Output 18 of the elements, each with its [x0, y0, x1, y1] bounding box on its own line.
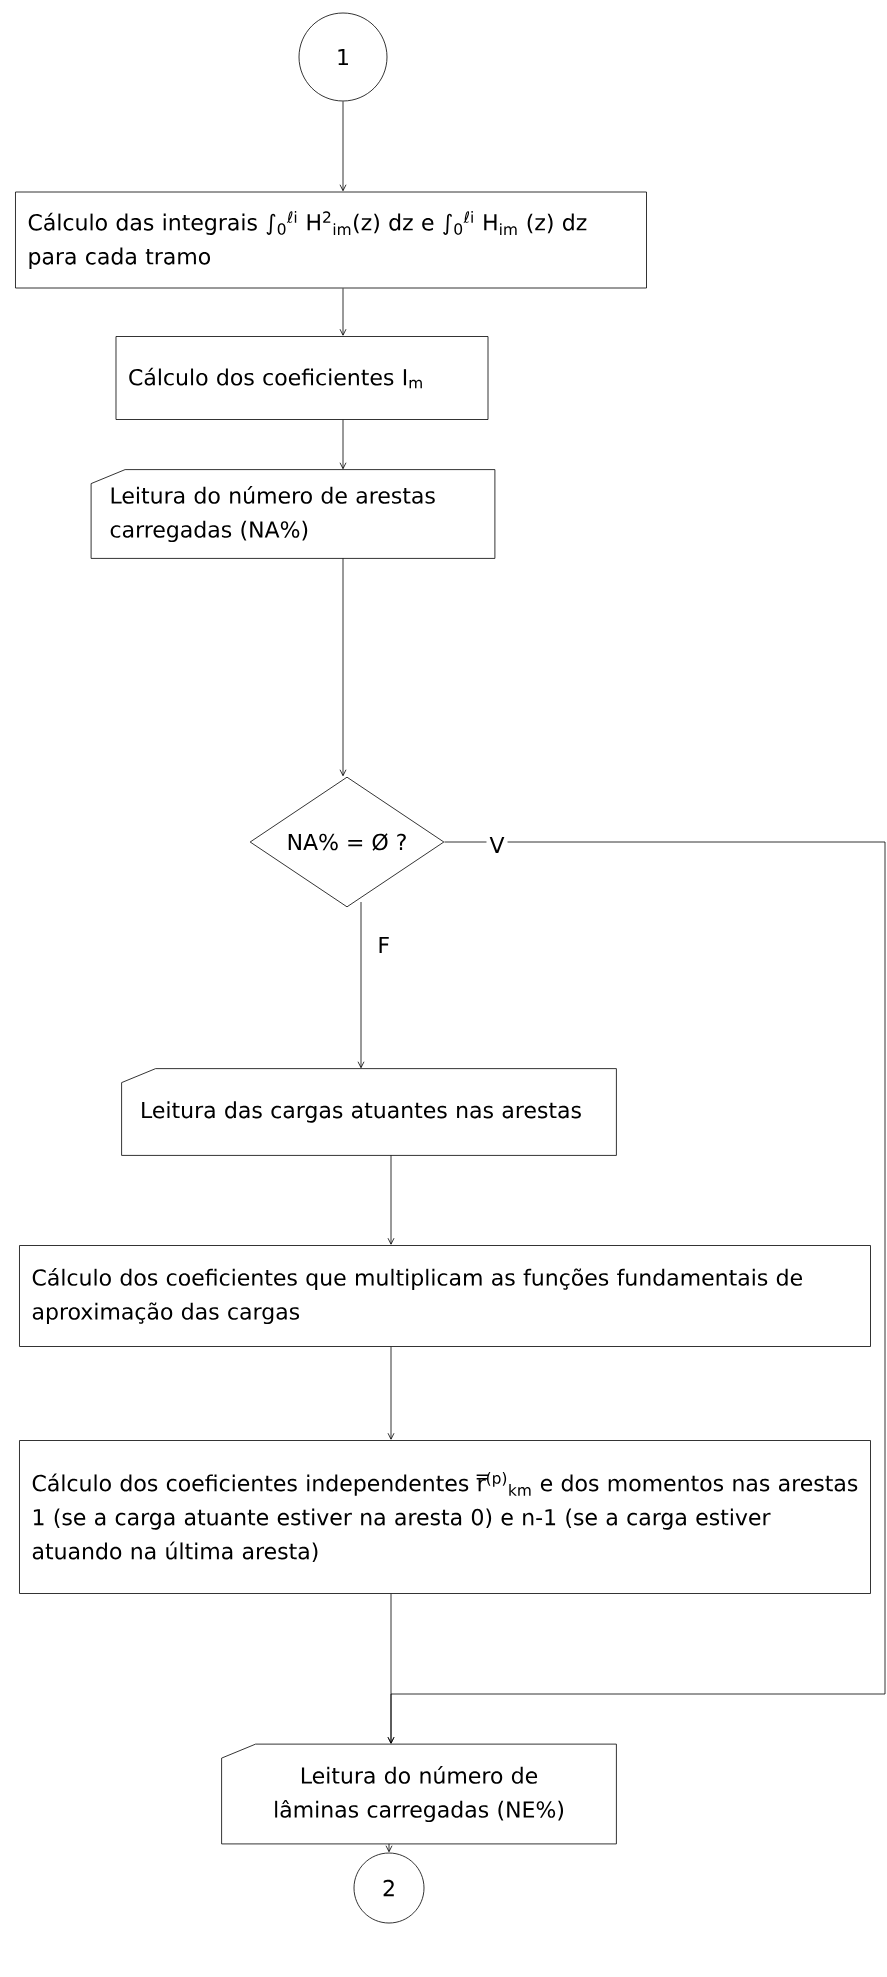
input-card: Leitura das cargas atuantes nas arestas — [121, 1068, 617, 1156]
process-box: Cálculo dos coeficientes que multiplicam as funções fundamentais de aproximação das cargas — [19, 1245, 871, 1347]
arrow — [339, 419, 347, 470]
input-card: Leitura do número de lâminas carregadas (NE%) — [221, 1743, 617, 1845]
arrow — [357, 901, 365, 1069]
process-box: Cálculo dos coeficientes independentes r̿$^{(p)}$$_{km}$ e dos momentos nas arestas 1 (se a carga atuante estiver na aresta 0) e n-1 (se a carga estiver atuando na última aresta) — [19, 1440, 871, 1594]
arrow — [385, 1843, 393, 1853]
arrow — [339, 558, 347, 777]
edge-label: V — [486, 834, 508, 857]
process-box: Cálculo das integrais ∫$_{0}$$^{ℓi}$ H$^{2}$$_{im}$(z) dz e ∫$_{0}$$^{ℓi}$ H$_{im}$ (z) dz para cada tramo — [15, 191, 647, 289]
arrow — [339, 288, 347, 336]
input-card: Leitura do número de arestas carregadas (NA%) — [90, 469, 496, 559]
arrow — [339, 101, 347, 192]
process-box: Cálculo dos coeficientes I$_{m}$ — [115, 336, 489, 420]
edge-label: F — [374, 934, 394, 957]
arrow — [387, 1155, 395, 1245]
arrow — [387, 841, 886, 1744]
arrow — [387, 1346, 395, 1440]
